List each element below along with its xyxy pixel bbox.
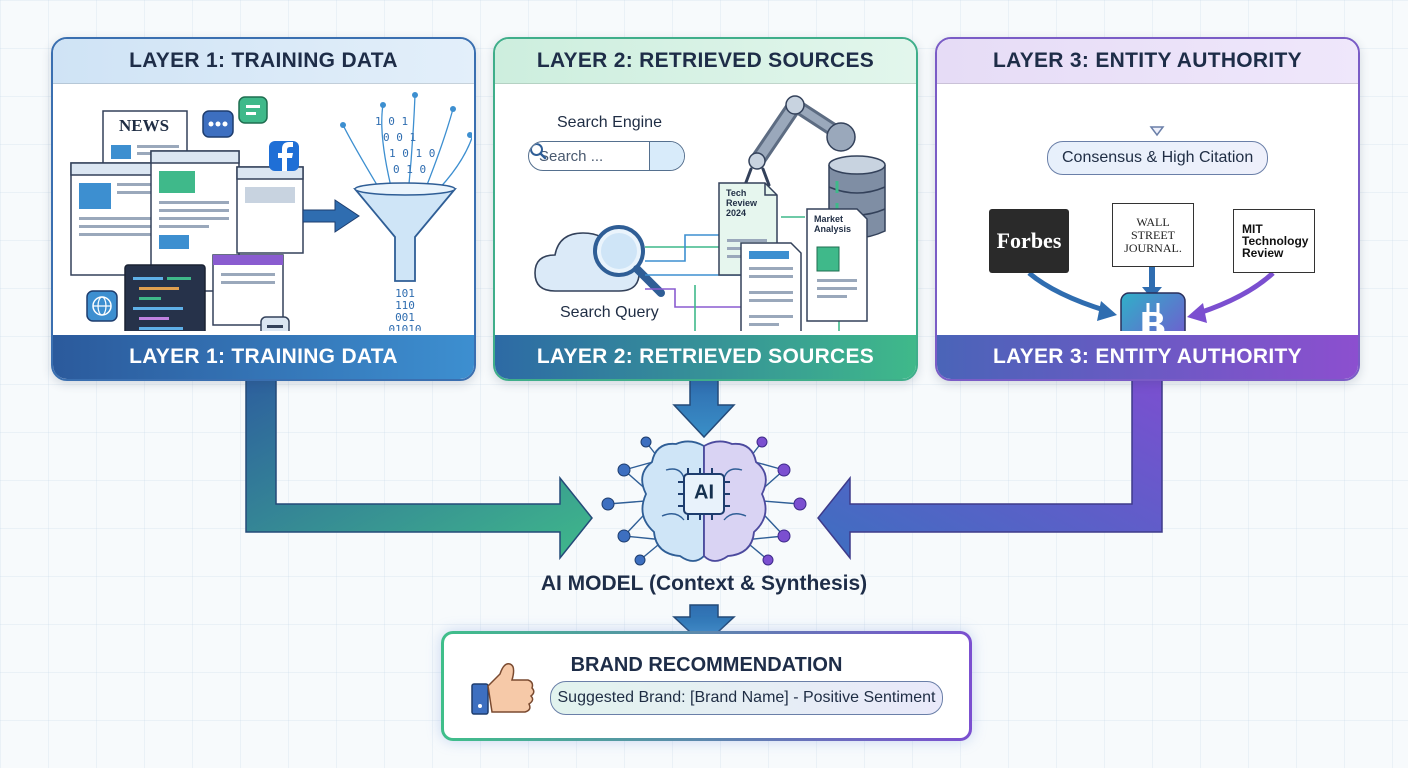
layer1-footer: LAYER 1: TRAINING DATA bbox=[53, 335, 474, 379]
ai-model-label: AI MODEL (Context & Synthesis) bbox=[540, 572, 868, 595]
mit-logo: MIT Technology Review bbox=[1233, 209, 1315, 273]
forbes-logo: Forbes bbox=[989, 209, 1069, 273]
layer3-panel: LAYER 3: ENTITY AUTHORITY B bbox=[935, 37, 1360, 381]
brand-symbol: B bbox=[1140, 304, 1166, 331]
binary-output: 101 110 001 01010 bbox=[388, 287, 421, 331]
search-query-label: Search Query bbox=[560, 304, 659, 321]
svg-text:0 1 0: 0 1 0 bbox=[393, 163, 426, 176]
svg-text:1 0 1 0: 1 0 1 0 bbox=[389, 147, 435, 160]
mit-logo-text: MIT Technology Review bbox=[1242, 222, 1309, 260]
arrow-ai-to-recommendation bbox=[672, 604, 736, 647]
doc-tech-review-label: Tech Review 2024 bbox=[726, 188, 758, 218]
search-button[interactable] bbox=[530, 142, 684, 170]
layer1-illustration: 1 0 1 0 0 1 1 0 1 0 0 1 0 101 110 001 01… bbox=[53, 85, 474, 333]
svg-text:0 0 1: 0 0 1 bbox=[383, 131, 416, 144]
arrow-layer3-to-ai bbox=[817, 376, 1163, 561]
layer3-illustration: B Consensus & High Citation Forbes WALL … bbox=[937, 85, 1358, 333]
search-icon bbox=[530, 143, 547, 160]
arrow-forbes bbox=[1027, 271, 1108, 314]
search-engine-label: Search Engine bbox=[557, 114, 662, 131]
arrow-layer2-to-ai bbox=[672, 378, 736, 439]
svg-text:1 0 1: 1 0 1 bbox=[375, 115, 408, 128]
layer1-header: LAYER 1: TRAINING DATA bbox=[53, 39, 474, 84]
consensus-bubble: Consensus & High Citation bbox=[1047, 141, 1269, 175]
recommendation-bubble: Suggested Brand: [Brand Name] - Positive… bbox=[550, 681, 943, 715]
layer3-footer: LAYER 3: ENTITY AUTHORITY bbox=[937, 335, 1358, 379]
arrow-to-funnel bbox=[302, 199, 360, 233]
layer2-illustration: Search Engine Search ... Search Query Te… bbox=[495, 85, 916, 333]
arrow-mit bbox=[1198, 271, 1275, 316]
chat-icon bbox=[202, 96, 290, 331]
binary-line: 110 bbox=[395, 299, 415, 312]
connector-lines bbox=[645, 216, 840, 331]
document-icon bbox=[806, 208, 868, 322]
arrow-layer1-to-ai bbox=[245, 376, 593, 561]
search-placeholder: Search ... bbox=[539, 147, 604, 165]
brand-recommendation-box: BRAND RECOMMENDATION Suggested Brand: [B… bbox=[441, 631, 972, 741]
binary-line: 101 bbox=[395, 287, 415, 300]
search-box[interactable]: Search ... bbox=[528, 141, 685, 171]
doc-market-label: Market Analysis bbox=[814, 214, 852, 234]
thumbs-up-icon bbox=[471, 662, 535, 715]
facebook-icon bbox=[269, 141, 299, 171]
layer3-header: LAYER 3: ENTITY AUTHORITY bbox=[937, 39, 1358, 84]
bubble-tail bbox=[1149, 126, 1165, 137]
document-icon bbox=[70, 162, 162, 276]
brand-icon: B bbox=[1120, 292, 1186, 331]
wsj-logo-text: WALL STREET JOURNAL. bbox=[1124, 214, 1182, 255]
layer2-footer: LAYER 2: RETRIEVED SOURCES bbox=[495, 335, 916, 379]
binary-line: 001 bbox=[395, 311, 415, 324]
funnel-icon: 1 0 1 0 0 1 1 0 1 0 0 1 0 bbox=[340, 92, 472, 282]
layer2-panel: LAYER 2: RETRIEVED SOURCES bbox=[493, 37, 918, 381]
globe-icon bbox=[86, 290, 118, 322]
binary-line: 01010 bbox=[388, 323, 421, 331]
code-icon bbox=[124, 264, 206, 331]
layer2-header: LAYER 2: RETRIEVED SOURCES bbox=[495, 39, 916, 84]
document-icon bbox=[740, 242, 802, 331]
layer1-panel: LAYER 1: TRAINING DATA bbox=[51, 37, 476, 381]
wsj-logo: WALL STREET JOURNAL. bbox=[1112, 203, 1194, 267]
ai-chip-label: AI bbox=[694, 481, 714, 504]
robot-arm-icon bbox=[743, 95, 856, 187]
recommendation-title: BRAND RECOMMENDATION bbox=[570, 654, 843, 676]
news-label: NEWS bbox=[119, 116, 170, 135]
